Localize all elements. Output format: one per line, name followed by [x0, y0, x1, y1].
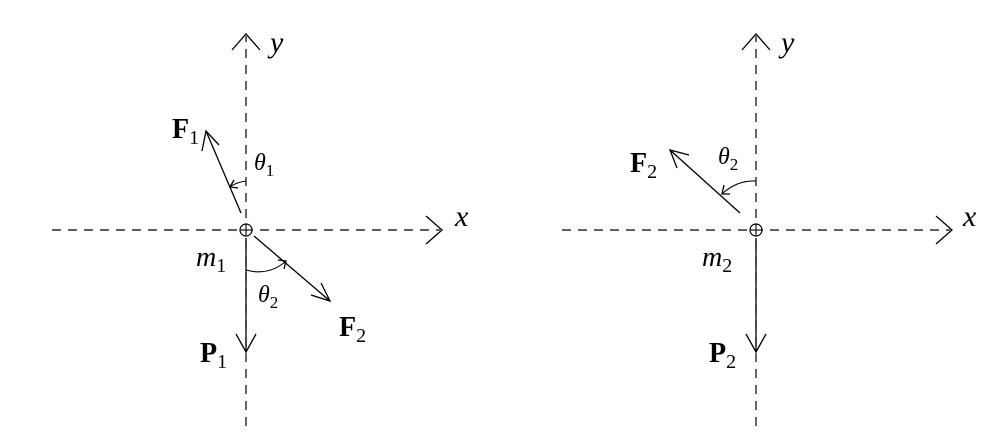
force-vector-f1 — [201, 129, 242, 214]
angle-arc-theta2 — [245, 261, 286, 273]
y-axis-arrowhead-2 — [741, 33, 771, 51]
label-f2-mass-2: F2 — [630, 148, 657, 183]
label-m2: m2 — [702, 242, 732, 277]
label-theta2-mass-2: θ2 — [718, 144, 738, 174]
diagram-mass-2: y x θ2 F2 m2 P2 — [562, 26, 977, 426]
origin-marker-2 — [749, 223, 763, 237]
x-axis-arrowhead-2 — [935, 215, 953, 245]
label-p1: P1 — [200, 338, 227, 373]
label-theta2: θ2 — [258, 282, 278, 312]
y-axis-label-1: y — [267, 26, 284, 59]
label-theta1: θ1 — [254, 150, 274, 180]
force-vector-f2-mass-2 — [668, 149, 741, 214]
label-m1: m1 — [196, 242, 226, 277]
origin-marker-1 — [239, 223, 253, 237]
label-f2: F2 — [339, 312, 366, 347]
force-vector-f2 — [253, 235, 332, 303]
x-axis-label-2: x — [962, 200, 977, 233]
y-axis-arrowhead-1 — [231, 33, 261, 51]
x-axis-arrowhead-1 — [425, 215, 443, 245]
angle-arc-theta2-mass-2 — [722, 180, 757, 194]
angle-arc-theta2-mass-2-arrowhead — [721, 184, 730, 195]
y-axis-label-2: y — [778, 26, 795, 59]
angle-arc-theta1-arrowhead — [228, 179, 239, 189]
angle-arc-theta1 — [230, 180, 247, 187]
label-p2: P2 — [709, 338, 736, 373]
force-vector-p2 — [745, 238, 767, 354]
diagram-mass-1: y x F1 θ1 m1 θ2 F2 P1 — [52, 26, 469, 426]
force-vector-p1 — [235, 238, 257, 354]
x-axis-label-1: x — [454, 200, 469, 233]
angle-arc-theta2-arrowhead — [277, 259, 287, 270]
label-f1: F1 — [172, 114, 199, 149]
